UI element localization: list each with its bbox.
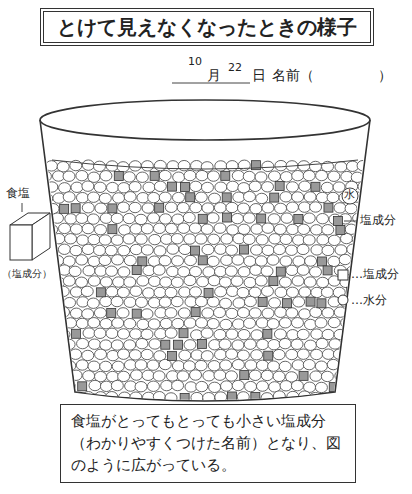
legend-text: …水分	[351, 294, 387, 307]
handwritten-number: 22	[228, 62, 242, 74]
water-mark	[342, 188, 358, 204]
name-field: ）	[378, 68, 392, 83]
part-name: （塩成分）	[2, 268, 52, 279]
particles	[33, 160, 377, 403]
salt-cube	[10, 213, 50, 260]
part-name: 食塩	[6, 187, 30, 200]
date-unit: 日	[252, 68, 266, 83]
text-box: 食塩がとってもとっても小さい塩成分（わかりやすくつけた名前）となり、図のように広…	[60, 404, 356, 483]
handwritten-number: 10	[188, 56, 202, 68]
leader-line	[344, 221, 357, 222]
underline	[226, 83, 250, 84]
part-name: 塩成分	[360, 214, 396, 227]
legend-square	[338, 270, 348, 280]
part-name: 水	[344, 189, 355, 201]
date-unit: 月	[207, 68, 221, 83]
legend-circle	[338, 295, 348, 305]
legend-text: …塩成分	[351, 268, 399, 281]
water-surface	[52, 160, 358, 169]
title: とけて見えなくなったときの様子	[40, 8, 374, 46]
node-text: 食塩がとってもとっても小さい塩成分（わかりやすくつけた名前）となり、図のように広…	[71, 411, 345, 476]
beaker-outline	[40, 120, 370, 401]
leader-line	[22, 203, 23, 212]
beaker-rim	[40, 100, 370, 140]
name-field: 名前（	[272, 68, 314, 83]
